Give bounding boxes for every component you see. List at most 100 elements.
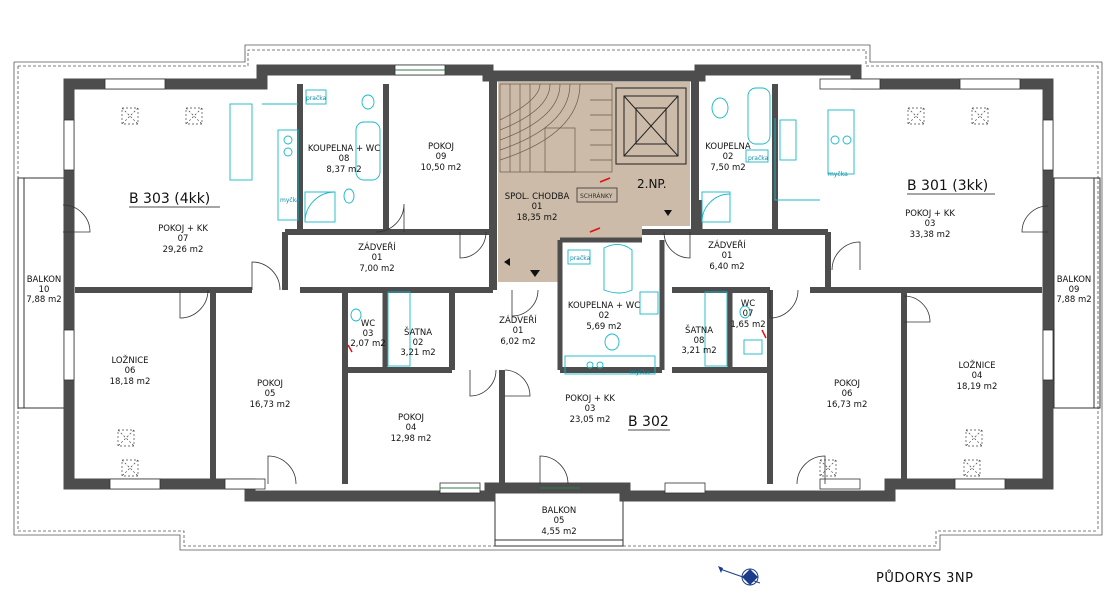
room-spol-chodba: SPOL. CHODBA 01 18,35 m2	[505, 192, 570, 223]
apartment-b303-label: B 303 (4kk)	[129, 191, 210, 207]
room-name-text: POKOJ	[257, 379, 283, 389]
room-b302-pokoj-kk: POKOJ + KK 03 23,05 m2	[565, 394, 615, 425]
apartment-b301-label: B 301 (3kk)	[907, 178, 988, 194]
room-num-text: 03	[363, 329, 374, 339]
room-num-text: 08	[339, 154, 350, 164]
room-area-text: 29,26 m2	[163, 245, 204, 255]
walls	[63, 64, 1054, 502]
room-b303-loznice: LOŽNICE 06 18,18 m2	[110, 354, 151, 387]
room-area-text: 16,73 m2	[827, 400, 868, 410]
room-area-text: 8,37 m2	[326, 165, 361, 175]
room-area-text: 2,07 m2	[350, 339, 385, 349]
room-b303-balkon: BALKON 10 7,88 m2	[26, 275, 61, 305]
room-num-text: 09	[436, 152, 447, 162]
entry-markers	[347, 329, 767, 353]
roof-outline	[13, 44, 1103, 551]
room-name-text: BALKON	[27, 275, 62, 285]
room-num-text: 03	[925, 219, 936, 229]
room-num-text: 01	[532, 202, 543, 212]
room-area-text: 16,73 m2	[250, 400, 291, 410]
room-num-text: 04	[406, 423, 417, 433]
room-name-text: ZÁDVEŘÍ	[358, 241, 396, 253]
room-b302-zadveri: ZÁDVEŘÍ 01 6,02 m2	[499, 314, 537, 347]
room-area-text: 6,40 m2	[709, 262, 744, 272]
room-area-text: 4,55 m2	[541, 527, 576, 537]
room-area-text: 7,00 m2	[359, 264, 394, 274]
room-num-text: 07	[178, 234, 189, 244]
room-b303-pokoj-kk: POKOJ + KK 07 29,26 m2	[158, 224, 208, 255]
washer-label-b301: pračka	[748, 155, 769, 162]
room-area-text: 6,02 m2	[500, 337, 535, 347]
room-num-text: 07	[743, 309, 754, 319]
room-num-text: 08	[694, 336, 705, 346]
room-num-text: 06	[842, 389, 853, 399]
washer-label-b302: pračka	[570, 255, 591, 262]
room-b303-pokoj-05: POKOJ 05 16,73 m2	[250, 379, 291, 410]
room-num-text: 01	[513, 326, 524, 336]
room-area-text: 7,88 m2	[1056, 295, 1091, 305]
room-name-text: POKOJ + KK	[565, 394, 615, 404]
room-name-text: BALKON	[542, 506, 577, 516]
room-labels: KOUPELNA + WC 08 8,37 m2 POKOJ 09 10,50 …	[26, 142, 1091, 537]
room-b303-pokoj-09: POKOJ 09 10,50 m2	[421, 142, 462, 173]
room-area-text: 5,69 m2	[586, 322, 621, 332]
room-name-text: ZÁDVEŘÍ	[499, 314, 537, 326]
room-name-text: POKOJ + KK	[158, 224, 208, 234]
room-area-text: 18,35 m2	[517, 213, 558, 223]
room-name-text: POKOJ	[834, 379, 860, 389]
room-num-text: 05	[554, 516, 565, 526]
room-name-text: POKOJ	[398, 413, 424, 423]
room-b302-balkon: BALKON 05 4,55 m2	[541, 506, 576, 537]
room-area-text: 33,38 m2	[910, 230, 951, 240]
apartment-labels: B 303 (4kk) B 302 B 301 (3kk)	[129, 178, 995, 431]
room-b301-zadveri: ZÁDVEŘÍ 01 6,40 m2	[708, 239, 746, 272]
room-num-text: 04	[972, 371, 983, 381]
room-num-text: 01	[372, 253, 383, 263]
room-num-text: 10	[39, 285, 50, 295]
room-b303-koupelna: KOUPELNA + WC 08 8,37 m2	[308, 144, 380, 175]
room-num-text: 03	[585, 404, 596, 414]
room-b301-koupelna: KOUPELNA 02 7,50 m2	[705, 142, 751, 173]
ceiling-markers	[117, 107, 989, 477]
room-name-text: KOUPELNA + WC	[568, 301, 640, 311]
room-b303-satna: ŠATNA 02 3,21 m2	[400, 326, 435, 358]
room-b303-wc: WC 03 2,07 m2	[350, 319, 385, 349]
room-b302-pokoj-04: POKOJ 04 12,98 m2	[391, 413, 432, 444]
window-sills-green	[395, 69, 580, 489]
room-area-text: 12,98 m2	[391, 434, 432, 444]
room-num-text: 02	[413, 338, 424, 348]
room-b301-balkon: BALKON 09 7,88 m2	[1056, 275, 1091, 305]
room-name-text: BALKON	[1057, 275, 1092, 285]
room-num-text: 02	[723, 152, 734, 162]
room-area-text: 18,19 m2	[957, 382, 998, 392]
room-name-text: POKOJ + KK	[905, 209, 955, 219]
room-name-text: WC	[361, 319, 375, 329]
floor-mark: 2.NP.	[637, 177, 667, 191]
room-area-text: 7,88 m2	[26, 295, 61, 305]
balcony-railings	[17, 177, 1101, 547]
room-num-text: 06	[125, 366, 136, 376]
door-swings	[62, 203, 1049, 485]
room-b301-satna: ŠATNA 08 3,21 m2	[681, 324, 716, 356]
room-area-text: 3,21 m2	[400, 348, 435, 358]
room-b301-pokoj-kk: POKOJ + KK 03 33,38 m2	[905, 209, 955, 240]
mailbox-label: SCHRÁNKY	[580, 193, 613, 200]
drawing-title: PŮDORYS 3NP	[876, 570, 973, 586]
room-name-text: SPOL. CHODBA	[505, 192, 570, 202]
room-num-text: 02	[599, 311, 610, 321]
room-name-text: LOŽNICE	[111, 354, 148, 366]
north-arrow-icon	[718, 566, 761, 586]
room-num-text: 05	[265, 389, 276, 399]
room-area-text: 23,05 m2	[570, 415, 611, 425]
room-area-text: 3,21 m2	[681, 346, 716, 356]
room-b301-pokoj-06: POKOJ 06 16,73 m2	[827, 379, 868, 410]
fixture-labels: pračka pračka pračka myčka myčka myčka S…	[280, 95, 848, 376]
washer-label-b303: pračka	[306, 95, 327, 102]
room-b302-koupelna: KOUPELNA + WC 02 5,69 m2	[568, 301, 640, 332]
room-name-text: ŠATNA	[404, 326, 432, 338]
room-b303-zadveri: ZÁDVEŘÍ 01 7,00 m2	[358, 241, 396, 274]
room-area-text: 1,65 m2	[730, 320, 765, 330]
room-num-text: 09	[1069, 285, 1080, 295]
room-name-text: WC	[741, 299, 755, 309]
